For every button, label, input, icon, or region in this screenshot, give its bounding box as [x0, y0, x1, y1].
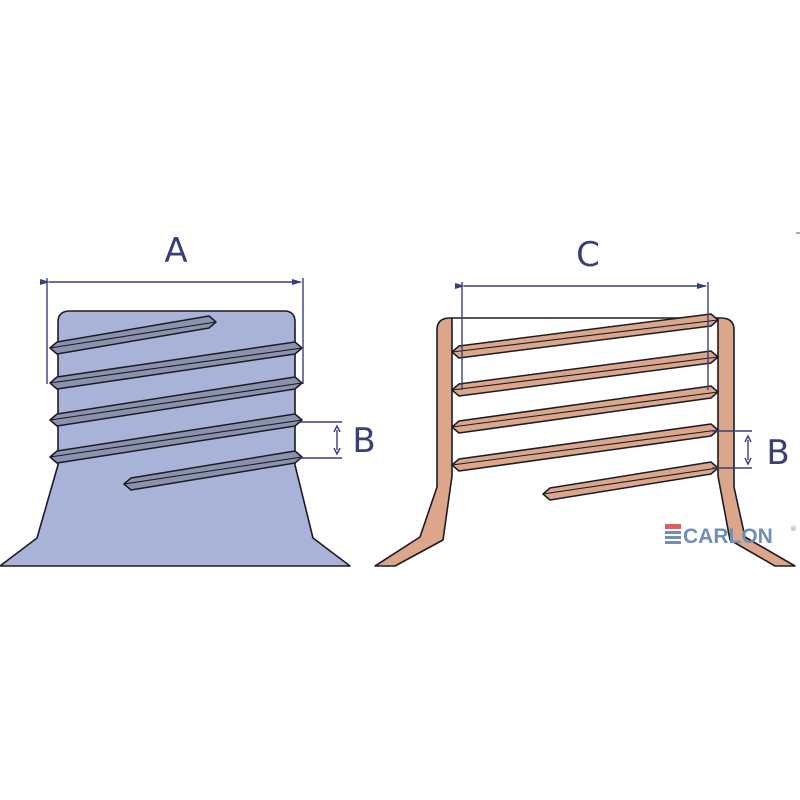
label-b-bottle: B	[352, 421, 375, 461]
bottle-thread-ridge	[123, 456, 303, 485]
carlon-logo: CARLON ®	[665, 524, 797, 548]
bottle-neck	[0, 310, 351, 567]
logo-text: CARLON	[683, 525, 773, 548]
cap-thread-ridge	[451, 356, 719, 391]
dimension-b-bottle	[300, 421, 342, 459]
cap-thread-ridge	[451, 319, 719, 353]
cap-threads	[451, 313, 719, 501]
cap-section	[374, 313, 796, 567]
label-c: C	[576, 235, 600, 275]
bottle-thread-ridge	[49, 347, 303, 384]
dimension-a	[40, 278, 304, 384]
bottle-threads	[49, 315, 303, 491]
registered-mark: ®	[790, 525, 797, 533]
cap-thread-ridge	[451, 391, 719, 428]
bottle-thread-ridge	[49, 321, 217, 349]
bottle-thread-ridge	[49, 419, 303, 458]
cap-thread-ridge	[451, 429, 719, 466]
label-b-cap: B	[766, 433, 789, 473]
bottle-thread-ridge	[49, 382, 303, 421]
dimension-c	[455, 282, 709, 390]
label-a: A	[164, 231, 187, 271]
cap-thread-ridge	[542, 467, 719, 495]
dimension-b-cap	[712, 430, 752, 469]
